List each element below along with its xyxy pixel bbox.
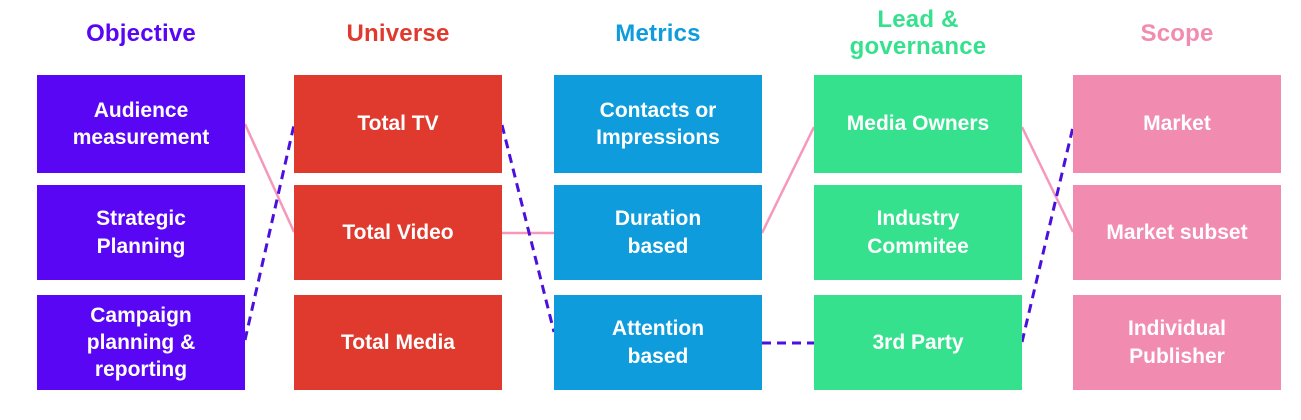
box-campaign-planning-reporting: Campaign planning & reporting <box>37 295 245 390</box>
box-total-video: Total Video <box>294 185 502 280</box>
box-duration-based: Duration based <box>554 185 762 280</box>
column-header-universe: Universe <box>346 19 450 47</box>
box-attention-based: Attention based <box>554 295 762 390</box>
box-strategic-planning: Strategic Planning <box>37 185 245 280</box>
box-audience-measurement: Audience measurement <box>37 75 245 173</box>
column-header-metrics: Metrics <box>615 19 701 47</box>
box-contacts-or-impressions: Contacts or Impressions <box>554 75 762 173</box>
box-3rd-party: 3rd Party <box>814 295 1022 390</box>
box-media-owners: Media Owners <box>814 75 1022 173</box>
box-market-subset: Market subset <box>1073 185 1281 280</box>
box-industry-commitee: Industry Commitee <box>814 185 1022 280</box>
box-total-tv: Total TV <box>294 75 502 173</box>
column-header-lead-governance: Lead & governance <box>849 6 987 60</box>
column-header-scope: Scope <box>1140 19 1214 47</box>
box-total-media: Total Media <box>294 295 502 390</box>
box-individual-publisher: Individual Publisher <box>1073 295 1281 390</box>
column-header-objective: Objective <box>86 19 196 47</box>
box-market: Market <box>1073 75 1281 173</box>
